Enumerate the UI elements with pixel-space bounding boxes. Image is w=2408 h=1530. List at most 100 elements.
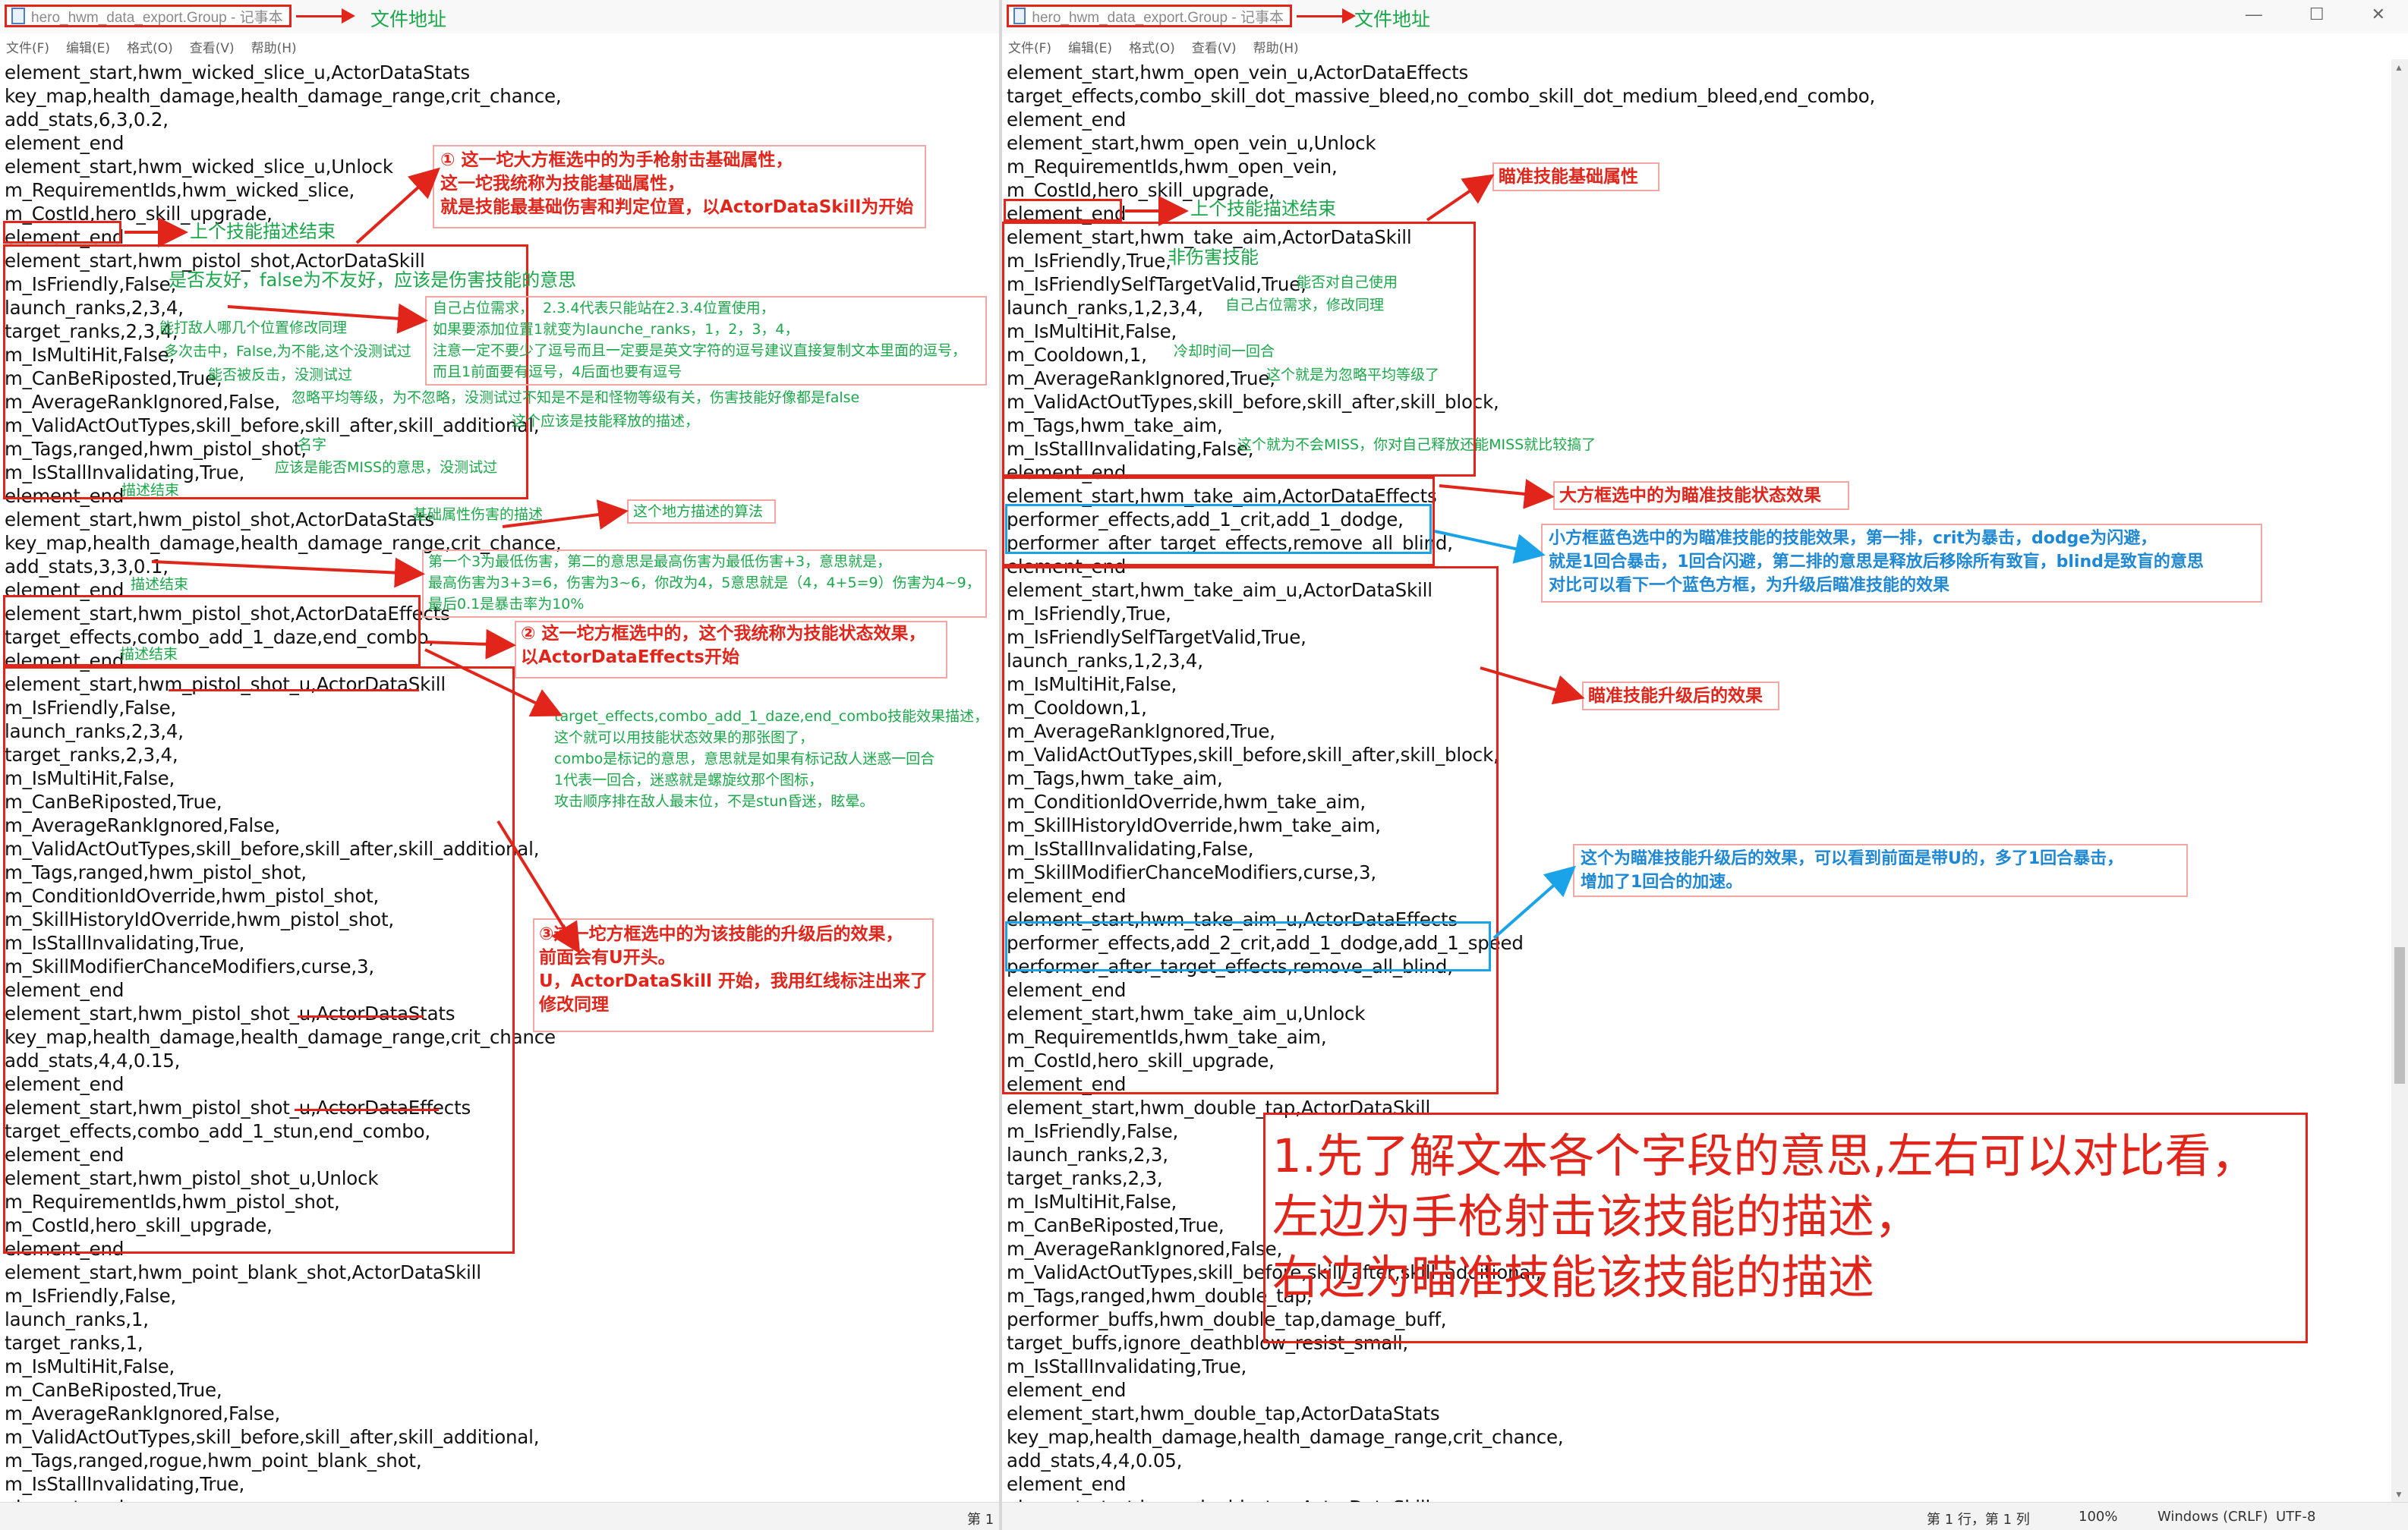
text-line: m_RequirementIds,hwm_open_vein,	[1007, 156, 1338, 178]
close-icon[interactable]: ✕	[2371, 5, 2385, 24]
text-line: element_start,hwm_open_vein_u,ActorDataE…	[1007, 61, 1469, 83]
text-line: m_IsMultiHit,False,	[1007, 1191, 1177, 1213]
text-line: performer_buffs,hwm_double_tap,damage_bu…	[1007, 1308, 1447, 1330]
right-title-highlight: hero_hwm_data_export.Group - 记事本	[1007, 5, 1292, 27]
scroll-up-icon[interactable]: ▲	[2394, 62, 2403, 73]
text-line: m_IsMultiHit,False,	[1007, 673, 1177, 695]
aim-base-label: 瞄准技能基础属性	[1499, 167, 1638, 187]
menu-help[interactable]: 帮助(H)	[251, 40, 297, 56]
text-line: element_end	[5, 1238, 124, 1260]
text-line: element_end	[5, 1496, 999, 1503]
menu-edit[interactable]: 编辑(E)	[66, 40, 111, 56]
text-line: m_SkillModifierChanceModifiers,curse,3,	[5, 955, 374, 978]
text-line: m_ConditionIdOverride,hwm_pistol_shot,	[5, 885, 380, 907]
menu-view[interactable]: 查看(V)	[1191, 40, 1237, 56]
menu-file[interactable]: 文件(F)	[6, 40, 50, 56]
text-line: m_Tags,ranged,hwm_pistol_shot,	[5, 438, 307, 460]
text-line: m_IsMultiHit,False,	[1007, 320, 1177, 342]
text-line: m_Cooldown,1,	[1007, 697, 1147, 719]
scroll-down-icon[interactable]: ▼	[2394, 1489, 2403, 1500]
stats-note: 基础属性伤害的描述	[413, 506, 544, 523]
box1-title: ① 这一坨大方框选中的为手枪射击基础属性， 这一坨我统称为技能基础属性， 就是技…	[440, 150, 914, 217]
end-note: 描述结束	[121, 482, 180, 499]
left-menu-bar: 文件(F) 编辑(E) 格式(O) 查看(V) 帮助(H)	[0, 33, 999, 59]
aim-blue-note-2: 这个为瞄准技能升级后的效果，可以看到前面是带U的，多了1回合暴击， 增加了1回合…	[1581, 849, 2124, 892]
box2-title: ② 这一坨方框选中的，这个我统称为技能状态效果， 以ActorDataEffec…	[521, 624, 926, 667]
addstats-note: 第一个3为最低伤害，第二的意思是最高伤害为最低伤害+3，意思就是， 最高伤害为3…	[428, 553, 981, 612]
text-line: m_AverageRankIgnored,True,	[1007, 720, 1275, 742]
status-zoom: 100%	[2079, 1509, 2118, 1525]
menu-format[interactable]: 格式(O)	[127, 40, 173, 56]
text-line: m_Tags,hwm_take_aim,	[1007, 414, 1223, 436]
text-line: m_IsFriendly,False,	[1007, 1120, 1179, 1142]
text-line: m_CanBeRiposted,True,	[1007, 1214, 1224, 1236]
text-line: add_stats,6,3,0.2,	[5, 109, 169, 131]
aim-self-note: 能否对自己使用	[1297, 274, 1398, 291]
text-line: m_IsFriendly,False,	[5, 273, 177, 295]
text-line: launch_ranks,2,3,4,	[5, 720, 184, 742]
left-text-area[interactable]: element_start,hwm_wicked_slice_u,ActorDa…	[5, 61, 999, 1503]
status-encoding: UTF-8	[2276, 1509, 2316, 1525]
text-line: element_end	[1007, 1379, 1127, 1401]
underline-u-stats	[298, 1014, 424, 1018]
text-line: launch_ranks,2,3,4,	[5, 297, 184, 319]
menu-format[interactable]: 格式(O)	[1129, 40, 1175, 56]
aim-blue-note: 小方框蓝色选中的为瞄准技能的技能效果，第一排，crit为暴击，dodge为闪避，…	[1549, 529, 2204, 595]
riposte-note: 能否被反击，没测试过	[208, 367, 353, 383]
menu-file[interactable]: 文件(F)	[1008, 40, 1052, 56]
text-line: performer_effects,add_2_crit,add_1_dodge…	[1007, 932, 1524, 954]
maximize-icon[interactable]: ☐	[2309, 5, 2324, 24]
text-line: m_IsFriendlySelfTargetValid,True,	[1007, 273, 1306, 295]
left-title-bar[interactable]: hero_hwm_data_export.Group - 记事本 文件地址	[0, 0, 999, 34]
underline-u-effects	[295, 1107, 439, 1111]
box3-title: ③这一坨方框选中的为该技能的升级后的效果， 前面会有U开头。 U，ActorDa…	[539, 924, 928, 1015]
aim-upgrade-label: 瞄准技能升级后的效果	[1588, 686, 1763, 706]
end-note-2: 描述结束	[131, 576, 189, 593]
right-status-bar: 第 1 行，第 1 列 100% Windows (CRLF) UTF-8	[1002, 1502, 2408, 1530]
text-line: target_buffs,ignore_deathblow_resist_sma…	[1007, 1332, 1409, 1354]
menu-help[interactable]: 帮助(H)	[1253, 40, 1299, 56]
aim-launch-note: 自己占位需求，修改同理	[1225, 297, 1385, 313]
text-line: m_ValidActOutTypes,skill_before,skill_af…	[1007, 391, 1499, 413]
text-line: element_end	[5, 979, 124, 1001]
text-line: add_stats,3,3,0.1,	[5, 556, 169, 578]
text-line: element_start,hwm_take_aim_u,ActorDataEf…	[1007, 908, 1458, 930]
right-prev-end-note: 上个技能描述结束	[1190, 198, 1336, 219]
text-line: m_RequirementIds,hwm_wicked_slice,	[5, 179, 355, 201]
text-line: m_CanBeRiposted,True,	[5, 1379, 222, 1401]
menu-edit[interactable]: 编辑(E)	[1068, 40, 1113, 56]
text-line: m_AverageRankIgnored,False,	[5, 1402, 281, 1425]
text-line: m_SkillModifierChanceModifiers,curse,3,	[1007, 861, 1376, 883]
text-line: m_Tags,ranged,hwm_double_tap,	[1007, 1285, 1313, 1307]
text-line: target_ranks,2,3,	[1007, 1167, 1163, 1189]
text-line: m_RequirementIds,hwm_take_aim,	[1007, 1026, 1327, 1048]
text-line: add_stats,4,4,0.05,	[1007, 1450, 1183, 1472]
multihit-note: 多次击中，False,为不能,这个没测试过	[164, 343, 411, 360]
text-line: element_end	[1007, 1473, 1127, 1495]
left-title-highlight: hero_hwm_data_export.Group - 记事本	[5, 5, 292, 27]
text-line: m_IsStallInvalidating,False,	[1007, 838, 1254, 860]
text-line: launch_ranks,2,3,	[1007, 1144, 1168, 1166]
target-note: 能打敌人哪几个位置修改同理	[159, 320, 348, 336]
right-title-bar[interactable]: hero_hwm_data_export.Group - 记事本 文件地址 — …	[1002, 0, 2408, 34]
window-controls: — ☐ ✕	[2246, 5, 2385, 24]
right-menu-bar: 文件(F) 编辑(E) 格式(O) 查看(V) 帮助(H)	[1002, 33, 2408, 59]
text-line: target_effects,combo_add_1_stun,end_comb…	[5, 1120, 430, 1142]
text-line: m_Tags,hwm_take_aim,	[1007, 767, 1223, 789]
text-line: element_end	[5, 226, 124, 248]
right-window-title: hero_hwm_data_export.Group - 记事本	[1032, 9, 1284, 26]
text-line: m_IsFriendly,True,	[1007, 603, 1171, 625]
text-line: element_end	[5, 1073, 124, 1095]
text-line: key_map,health_damage,health_damage_rang…	[5, 1026, 556, 1048]
text-line: m_ValidActOutTypes,skill_before,skill_af…	[5, 414, 540, 436]
scroll-thumb[interactable]	[2394, 947, 2405, 1084]
menu-view[interactable]: 查看(V)	[189, 40, 235, 56]
minimize-icon[interactable]: —	[2245, 5, 2262, 24]
aim-avgrank-note: 这个就是为忽略平均等级了	[1266, 367, 1440, 383]
text-line: element_start,hwm_pistol_shot_u,ActorDat…	[5, 1003, 455, 1025]
vertical-scrollbar[interactable]: ▲ ▼	[2391, 59, 2408, 1503]
right-text-area[interactable]: element_start,hwm_open_vein_u,ActorDataE…	[1007, 61, 2390, 1503]
text-line: m_IsStallInvalidating,False,	[1007, 438, 1254, 460]
text-line: target_effects,combo_add_1_daze,end_comb…	[5, 626, 435, 648]
text-line: element_start,hwm_pistol_shot,ActorDataE…	[5, 603, 450, 625]
